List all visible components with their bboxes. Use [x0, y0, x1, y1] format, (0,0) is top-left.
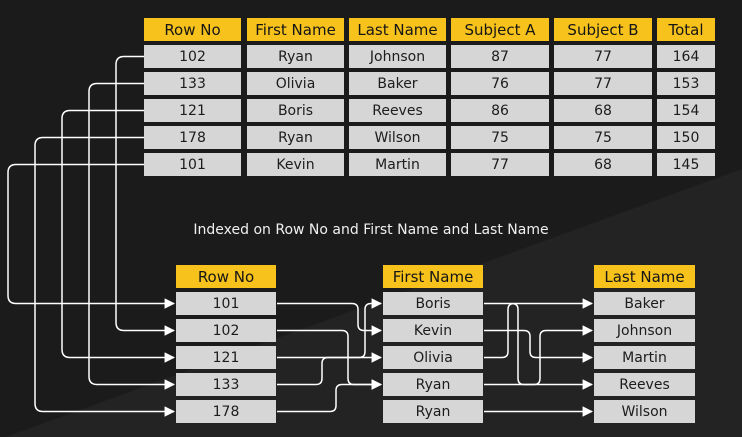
- main-cell: Ryan: [247, 45, 344, 68]
- index-link-arrow: [277, 352, 383, 386]
- index-cell: Kevin: [383, 319, 483, 342]
- main-cell: 102: [144, 45, 241, 68]
- main-header-subject-b: Subject B: [554, 18, 652, 41]
- main-cell: 164: [657, 45, 715, 68]
- row-pointer-arrow: [88, 82, 176, 390]
- main-cell: Reeves: [349, 99, 446, 122]
- main-cell: 77: [554, 72, 652, 95]
- main-cell: 87: [451, 45, 549, 68]
- main-header-last-name: Last Name: [349, 18, 446, 41]
- index-cell: Boris: [383, 292, 483, 315]
- main-cell: Martin: [349, 153, 446, 176]
- main-cell: 75: [554, 126, 652, 149]
- main-cell: 68: [554, 99, 652, 122]
- main-cell: 154: [657, 99, 715, 122]
- index-cell: Olivia: [383, 346, 483, 369]
- index-link-arrow: [484, 329, 594, 363]
- main-header-total: Total: [657, 18, 715, 41]
- index-cell: 102: [176, 319, 276, 342]
- row-pointer-arrow: [34, 136, 176, 417]
- main-cell: Kevin: [247, 153, 344, 176]
- row-pointer-arrow: [115, 55, 176, 336]
- index-link-arrow: [484, 298, 594, 359]
- index-caption: Indexed on Row No and First Name and Las…: [193, 222, 549, 238]
- main-cell: Boris: [247, 99, 344, 122]
- main-header-row-no: Row No: [144, 18, 241, 41]
- index-link-arrow: [484, 325, 594, 386]
- main-header-subject-a: Subject A: [451, 18, 549, 41]
- index-header-last-name: Last Name: [594, 265, 695, 288]
- main-cell: 150: [657, 126, 715, 149]
- main-cell: Baker: [349, 72, 446, 95]
- index-cell: Ryan: [383, 373, 483, 396]
- index-cell: 178: [176, 400, 276, 423]
- main-cell: 121: [144, 99, 241, 122]
- index-header-row-no: Row No: [176, 265, 276, 288]
- main-cell: 178: [144, 126, 241, 149]
- main-cell: 101: [144, 153, 241, 176]
- main-cell: Johnson: [349, 45, 446, 68]
- main-cell: Wilson: [349, 126, 446, 149]
- main-cell: 153: [657, 72, 715, 95]
- index-link-arrow: [484, 302, 594, 390]
- index-cell: 121: [176, 346, 276, 369]
- index-cell: Baker: [594, 292, 695, 315]
- index-cell: Martin: [594, 346, 695, 369]
- main-cell: 86: [451, 99, 549, 122]
- main-cell: 75: [451, 126, 549, 149]
- row-pointer-arrow: [7, 163, 176, 309]
- main-cell: 68: [554, 153, 652, 176]
- row-pointer-arrow: [61, 109, 176, 363]
- main-cell: 133: [144, 72, 241, 95]
- index-link-arrow: [277, 379, 383, 413]
- main-cell: Olivia: [247, 72, 344, 95]
- main-cell: 77: [554, 45, 652, 68]
- main-cell: Ryan: [247, 126, 344, 149]
- index-cell: 101: [176, 292, 276, 315]
- index-cell: 133: [176, 373, 276, 396]
- index-cell: Ryan: [383, 400, 483, 423]
- index-cell: Reeves: [594, 373, 695, 396]
- main-cell: 77: [451, 153, 549, 176]
- index-cell: Johnson: [594, 319, 695, 342]
- main-cell: 76: [451, 72, 549, 95]
- index-link-arrow: [277, 302, 383, 336]
- main-header-first-name: First Name: [247, 18, 344, 41]
- main-cell: 145: [657, 153, 715, 176]
- index-cell: Wilson: [594, 400, 695, 423]
- index-header-first-name: First Name: [383, 265, 483, 288]
